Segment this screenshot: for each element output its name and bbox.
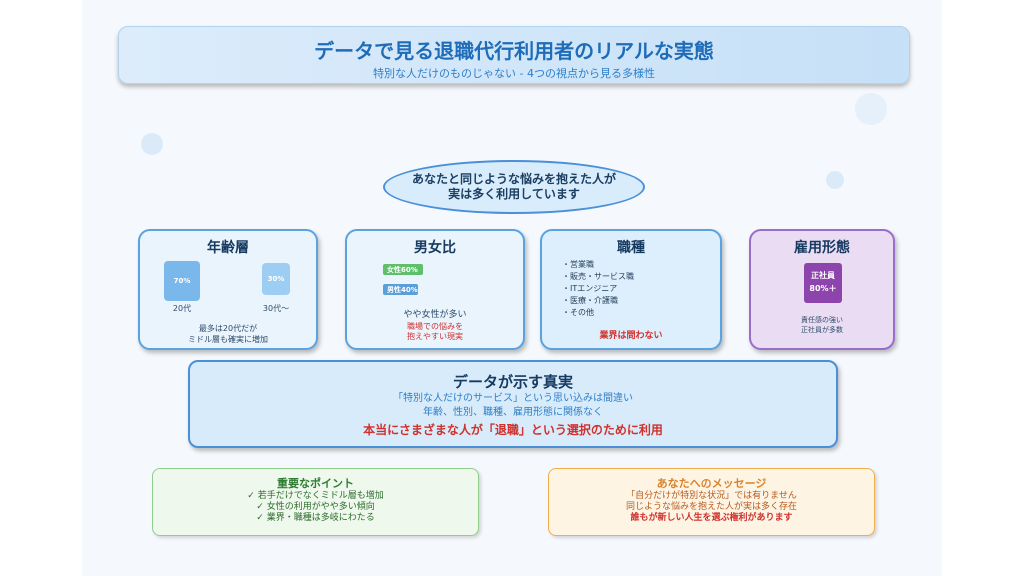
employment-card-title: 雇用形態: [794, 240, 850, 256]
decor-circle: [826, 171, 844, 189]
employment-note: 責任感の強い: [801, 316, 843, 324]
message-title: あなたへのメッセージ: [656, 477, 767, 490]
age-card: 年齢層 70% 20代 30% 30代〜 最多は20代だが ミドル層も確実に増加: [138, 229, 318, 350]
age-note: 最多は20代だが: [198, 324, 258, 333]
message-bold: 誰もが新しい人生を選ぶ権利があります: [630, 513, 793, 523]
gender-red-note: 抱えやすい現実: [407, 332, 463, 341]
age-box-20s: 70%: [164, 261, 200, 301]
job-list: ・営業職 ・販売・サービス職 ・ITエンジニア ・医療・介護職 ・その他: [562, 259, 634, 319]
list-item: ・営業職: [562, 260, 594, 269]
employment-card: 雇用形態 正社員 80%＋ 責任感の強い 正社員が多数: [749, 229, 895, 350]
key-point: ✓ 若手だけでなくミドル層も増加: [247, 491, 384, 501]
job-red-note: 業界は問わない: [599, 331, 663, 341]
page-title: データで見る退職代行利用者のリアルな実態: [314, 39, 714, 63]
intro-line: あなたと同じような悩みを抱えた人が: [411, 172, 616, 186]
list-item: ・ITエンジニア: [562, 284, 618, 293]
page-subtitle: 特別な人だけのものじゃない - 4つの視点から見る多様性: [373, 67, 655, 80]
message-line: 「自分だけが特別な状況」では有りません: [626, 491, 797, 501]
message-box: あなたへのメッセージ 「自分だけが特別な状況」では有りません 同じような悩みを抱…: [548, 468, 875, 536]
male-bar: 男性40%: [383, 284, 418, 295]
job-card-title: 職種: [617, 240, 645, 256]
fulltime-label: 正社員: [811, 271, 835, 280]
gender-red-note: 職場での悩みを: [407, 322, 463, 331]
truth-line: 年齢、性別、職種、雇用形態に関係なく: [423, 407, 603, 418]
truth-box: データが示す真実 「特別な人だけのサービス」という思い込みは間違い 年齢、性別、…: [188, 360, 838, 448]
intro-line: 実は多く利用しています: [448, 187, 580, 201]
list-item: ・販売・サービス職: [562, 272, 634, 281]
list-item: ・医療・介護職: [562, 296, 618, 305]
key-point: ✓ 女性の利用がやや多い傾向: [256, 502, 375, 512]
decor-circle: [855, 93, 887, 125]
truth-title: データが示す真実: [452, 373, 573, 391]
gender-note: やや女性が多い: [403, 310, 467, 320]
age-note: ミドル層も確実に増加: [188, 335, 268, 344]
age-card-title: 年齢層: [207, 240, 249, 256]
gender-card: 男女比 女性60% 男性40% やや女性が多い 職場での悩みを 抱えやすい現実: [345, 229, 525, 350]
fulltime-box: 正社員 80%＋: [804, 263, 842, 303]
age-label-30s: 30代〜: [262, 304, 290, 313]
truth-line: 「特別な人だけのサービス」という思い込みは間違い: [393, 393, 633, 404]
list-item: ・その他: [562, 308, 594, 317]
gender-card-title: 男女比: [414, 240, 456, 256]
job-card: 職種 ・営業職 ・販売・サービス職 ・ITエンジニア ・医療・介護職 ・その他 …: [540, 229, 722, 350]
employment-note: 正社員が多数: [801, 326, 843, 334]
key-points-title: 重要なポイント: [277, 477, 354, 490]
female-bar: 女性60%: [383, 264, 423, 275]
fulltime-percent: 80%＋: [809, 284, 837, 293]
header-banner: データで見る退職代行利用者のリアルな実態 特別な人だけのものじゃない - 4つの…: [118, 26, 910, 84]
key-point: ✓ 業界・職種は多岐にわたる: [256, 513, 375, 523]
age-box-30s: 30%: [262, 263, 290, 295]
key-points-box: 重要なポイント ✓ 若手だけでなくミドル層も増加 ✓ 女性の利用がやや多い傾向 …: [152, 468, 479, 536]
age-label-20s: 20代: [172, 304, 192, 313]
decor-circle: [141, 133, 163, 155]
intro-bubble: あなたと同じような悩みを抱えた人が 実は多く利用しています: [383, 160, 645, 214]
truth-highlight: 本当にさまざまな人が「退職」という選択のために利用: [363, 423, 663, 437]
message-line: 同じような悩みを抱えた人が実は多く存在: [625, 502, 797, 512]
